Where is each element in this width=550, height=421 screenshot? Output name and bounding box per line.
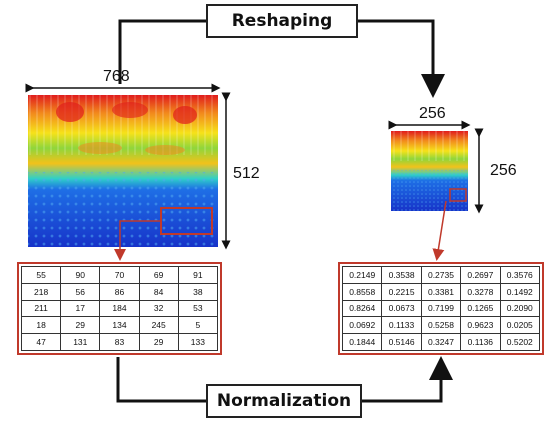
table-row: 47 131 83 29 133 (20, 333, 219, 351)
matrix-cell: 29 (138, 333, 179, 351)
reshaping-label-text: Reshaping (231, 11, 333, 31)
matrix-cell: 0.1844 (341, 333, 383, 351)
matrix-cell: 0.9623 (460, 316, 501, 335)
matrix-cell: 0.7199 (420, 299, 462, 318)
raw-pixel-matrix: 55 90 70 69 91 218 56 86 84 38 211 17 18… (17, 262, 222, 355)
matrix-cell: 0.1492 (499, 282, 541, 301)
matrix-cell: 133 (177, 333, 219, 351)
raw-matrix-table: 55 90 70 69 91 218 56 86 84 38 211 17 18… (20, 266, 219, 351)
matrix-cell: 0.0673 (381, 299, 422, 318)
matrix-cell: 86 (99, 282, 140, 301)
matrix-cell: 0.5258 (420, 316, 462, 335)
reshaping-label: Reshaping (206, 4, 358, 38)
matrix-cell: 56 (60, 282, 101, 301)
matrix-cell: 0.3381 (420, 282, 462, 301)
matrix-cell: 218 (20, 282, 62, 301)
matrix-cell: 53 (177, 299, 219, 318)
large-spectrogram (28, 95, 218, 247)
matrix-cell: 38 (177, 282, 219, 301)
matrix-cell: 0.8558 (341, 282, 383, 301)
matrix-cell: 29 (60, 316, 101, 335)
matrix-cell: 0.2215 (381, 282, 422, 301)
small-highlight-box (449, 188, 467, 202)
matrix-cell: 32 (138, 299, 179, 318)
matrix-cell: 184 (99, 299, 140, 318)
table-row: 0.0692 0.1133 0.5258 0.9623 0.0205 (341, 316, 541, 335)
matrix-cell: 47 (20, 333, 62, 351)
table-row: 18 29 134 245 5 (20, 316, 219, 335)
large-to-raw-matrix-arrow (114, 220, 161, 261)
matrix-cell: 0.1136 (460, 333, 501, 351)
table-row: 0.2149 0.3538 0.2735 0.2697 0.3576 (341, 266, 541, 284)
matrix-cell: 211 (20, 299, 62, 318)
matrix-cell: 0.3576 (499, 266, 541, 284)
matrix-cell: 134 (99, 316, 140, 335)
matrix-cell: 0.1133 (381, 316, 422, 335)
reshaping-flow-arrow-left (118, 19, 206, 84)
table-row: 0.8264 0.0673 0.7199 0.1265 0.2090 (341, 299, 541, 318)
matrix-cell: 131 (60, 333, 101, 351)
normalized-matrix-table: 0.2149 0.3538 0.2735 0.2697 0.3576 0.855… (341, 266, 541, 351)
small-to-norm-matrix-arrow (432, 200, 447, 261)
matrix-cell: 0.1265 (460, 299, 501, 318)
matrix-cell: 0.2090 (499, 299, 541, 318)
matrix-cell: 18 (20, 316, 62, 335)
matrix-cell: 0.2697 (460, 266, 501, 284)
matrix-cell: 83 (99, 333, 140, 351)
matrix-cell: 0.0205 (499, 316, 541, 335)
normalization-label-text: Normalization (216, 391, 352, 411)
normalized-matrix: 0.2149 0.3538 0.2735 0.2697 0.3576 0.855… (338, 262, 544, 355)
table-row: 55 90 70 69 91 (20, 266, 219, 284)
normalization-flow-arrow-left (116, 357, 206, 403)
matrix-cell: 0.0692 (341, 316, 383, 335)
matrix-cell: 5 (177, 316, 219, 335)
small-width-label: 256 (419, 105, 446, 122)
table-row: 218 56 86 84 38 (20, 282, 219, 301)
table-row: 211 17 184 32 53 (20, 299, 219, 318)
matrix-cell: 91 (177, 266, 219, 284)
matrix-cell: 0.3538 (381, 266, 422, 284)
table-row: 0.8558 0.2215 0.3381 0.3278 0.1492 (341, 282, 541, 301)
reshaping-flow-arrow-right (358, 19, 445, 98)
matrix-cell: 0.8264 (341, 299, 383, 318)
matrix-cell: 84 (138, 282, 179, 301)
small-height-label: 256 (490, 162, 517, 179)
normalization-label: Normalization (206, 384, 362, 418)
matrix-cell: 70 (99, 266, 140, 284)
matrix-cell: 0.3247 (420, 333, 462, 351)
matrix-cell: 245 (138, 316, 179, 335)
table-row: 0.1844 0.5146 0.3247 0.1136 0.5202 (341, 333, 541, 351)
normalization-flow-arrow-right (362, 356, 453, 403)
large-height-label: 512 (233, 165, 260, 182)
matrix-cell: 0.5202 (499, 333, 541, 351)
matrix-cell: 0.3278 (460, 282, 501, 301)
matrix-cell: 69 (138, 266, 179, 284)
matrix-cell: 55 (20, 266, 62, 284)
large-width-label: 768 (103, 68, 130, 85)
small-spectrogram (391, 131, 468, 211)
matrix-cell: 0.5146 (381, 333, 422, 351)
matrix-cell: 0.2149 (341, 266, 383, 284)
matrix-cell: 17 (60, 299, 101, 318)
matrix-cell: 0.2735 (420, 266, 462, 284)
matrix-cell: 90 (60, 266, 101, 284)
